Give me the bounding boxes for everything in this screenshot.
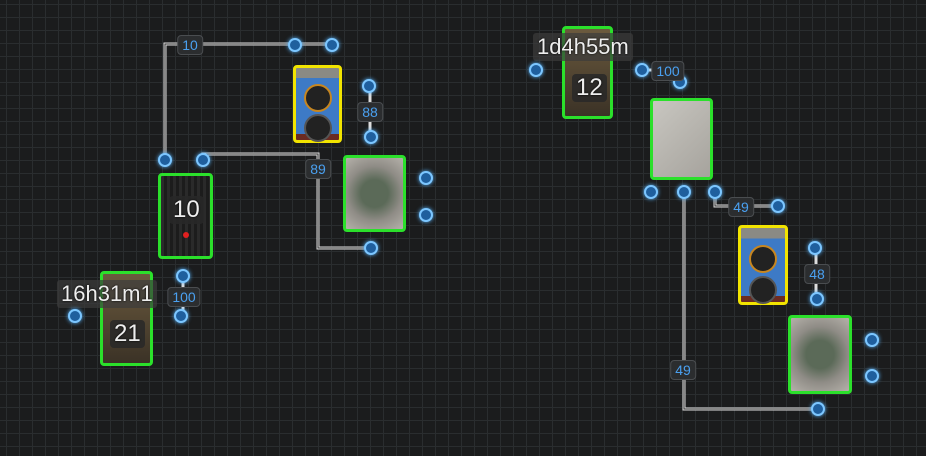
electrical-branch-device[interactable] xyxy=(788,315,852,394)
socket[interactable] xyxy=(158,153,172,167)
socket[interactable] xyxy=(364,130,378,144)
socket[interactable] xyxy=(771,199,785,213)
wire-label: 100 xyxy=(651,61,685,81)
battery-time: 1d4h55m xyxy=(533,33,633,61)
socket[interactable] xyxy=(865,333,879,347)
wire-label: 48 xyxy=(804,264,830,284)
socket[interactable] xyxy=(196,153,210,167)
battery-value: 21 xyxy=(110,320,145,348)
socket[interactable] xyxy=(419,171,433,185)
socket[interactable] xyxy=(811,402,825,416)
socket[interactable] xyxy=(174,309,188,323)
red-button-icon xyxy=(182,232,189,238)
socket[interactable] xyxy=(677,185,691,199)
timer-device[interactable]: 10 xyxy=(158,173,213,259)
battery-time: 16h31m1 xyxy=(57,280,157,308)
wire-label: 89 xyxy=(305,159,331,179)
speaker-device[interactable] xyxy=(293,65,342,143)
wire-label: 88 xyxy=(357,102,383,122)
wire-label: 49 xyxy=(670,360,696,380)
socket[interactable] xyxy=(808,241,822,255)
socket[interactable] xyxy=(419,208,433,222)
socket[interactable] xyxy=(288,38,302,52)
socket[interactable] xyxy=(68,309,82,323)
socket[interactable] xyxy=(364,241,378,255)
electrical-branch-device[interactable] xyxy=(343,155,406,232)
socket[interactable] xyxy=(325,38,339,52)
socket[interactable] xyxy=(865,369,879,383)
socket[interactable] xyxy=(635,63,649,77)
socket[interactable] xyxy=(362,79,376,93)
socket[interactable] xyxy=(644,185,658,199)
socket[interactable] xyxy=(176,269,190,283)
timer-value: 10 xyxy=(169,196,204,224)
battery-value: 12 xyxy=(572,74,607,102)
wire-label: 100 xyxy=(167,287,201,307)
socket[interactable] xyxy=(529,63,543,77)
wire-label: 10 xyxy=(177,35,203,55)
wire-label: 49 xyxy=(728,197,754,217)
speaker-device[interactable] xyxy=(738,225,788,305)
socket[interactable] xyxy=(708,185,722,199)
socket[interactable] xyxy=(810,292,824,306)
electrical-panel-device[interactable] xyxy=(650,98,713,180)
